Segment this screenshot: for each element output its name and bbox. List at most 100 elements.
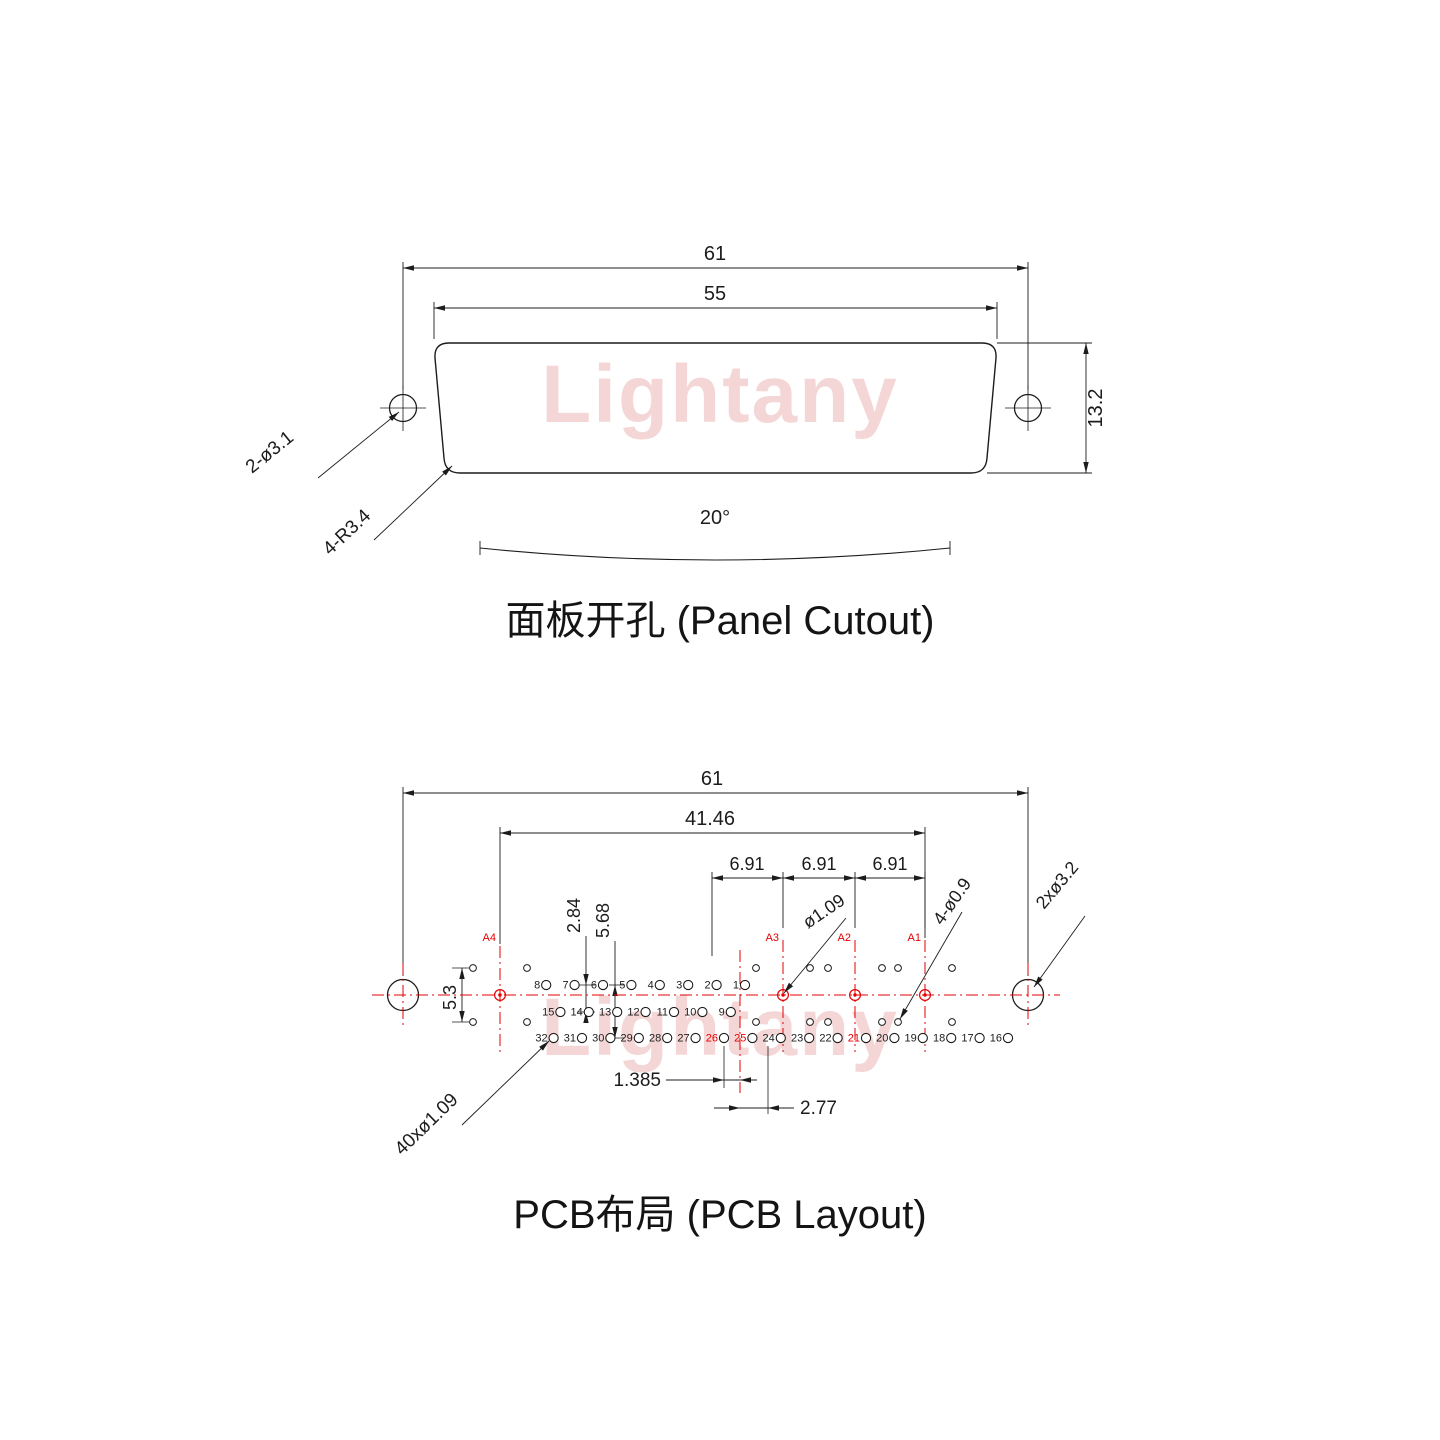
- panel-cutout-drawing: 61 55 13.2 2-ø3.1 4-R3.4 20°: [242, 243, 1107, 561]
- pin-label-2: 2: [704, 980, 710, 992]
- pin-7: 7: [562, 980, 580, 992]
- panel-dim-cutout: 55: [704, 283, 726, 305]
- pcb-dim-half-pitch: 1.385: [613, 1070, 661, 1091]
- pin-11: 11: [657, 1007, 680, 1019]
- a-pin-A4: A4: [469, 932, 531, 1026]
- a-pin-A1: A1: [894, 932, 956, 1026]
- pin-4: 4: [648, 980, 665, 992]
- pcb-dim-shield-span: 5.3: [440, 985, 460, 1010]
- pin-label-15: 15: [542, 1007, 554, 1019]
- pin-label-14: 14: [571, 1007, 583, 1019]
- pin-26: 26: [706, 1033, 730, 1045]
- pin-label-18: 18: [933, 1033, 945, 1045]
- pin-label-22: 22: [819, 1033, 831, 1045]
- pin-label-19: 19: [905, 1033, 917, 1045]
- a-pin-A2: A2: [824, 932, 886, 1026]
- pcb-dim-a-pitch-3: 6.91: [872, 854, 907, 874]
- pin-label-23: 23: [791, 1033, 803, 1045]
- pin-9: 9: [719, 1007, 736, 1019]
- pin-6: 6: [591, 980, 609, 992]
- pin-label-3: 3: [676, 980, 682, 992]
- pin-label-32: 32: [535, 1033, 547, 1045]
- watermark-top: Lightany: [541, 349, 899, 440]
- a-pin-label-A1: A1: [908, 932, 921, 944]
- pin-label-30: 30: [592, 1033, 604, 1045]
- watermark-bottom: Lightany: [541, 982, 899, 1073]
- pin-label-7: 7: [562, 980, 568, 992]
- pin-label-17: 17: [961, 1033, 973, 1045]
- pin-8: 8: [534, 980, 552, 992]
- panel-label-angle: 20°: [700, 507, 730, 529]
- pcb-dim-a-span: 41.46: [685, 808, 735, 830]
- pin-label-4: 4: [648, 980, 654, 992]
- pin-16: 16: [990, 1033, 1014, 1045]
- pin-label-10: 10: [684, 1007, 696, 1019]
- pcb-label-mount-holes: 2xø3.2: [1032, 858, 1083, 913]
- pcb-label-pin-hole: ø1.09: [799, 890, 848, 932]
- pcb-dim-row-span: 5.68: [593, 903, 613, 938]
- panel-dim-height: 13.2: [1085, 389, 1107, 428]
- panel-cutout-shape: [434, 342, 997, 474]
- pcb-dim-a-pitch-1: 6.91: [729, 854, 764, 874]
- pin-17: 17: [961, 1033, 985, 1045]
- pin-22: 22: [819, 1033, 843, 1045]
- panel-bend-arc: [479, 547, 951, 561]
- pcb-dim-a-pitch-2: 6.91: [801, 854, 836, 874]
- pin-label-24: 24: [763, 1033, 775, 1045]
- pin-label-26: 26: [706, 1033, 718, 1045]
- pin-29: 29: [621, 1033, 644, 1045]
- pin-label-11: 11: [657, 1007, 668, 1019]
- pin-30: 30: [592, 1033, 616, 1045]
- panel-label-radius: 4-R3.4: [319, 505, 375, 560]
- pin-2: 2: [704, 980, 722, 992]
- pin-label-21: 21: [848, 1033, 860, 1045]
- pin-32: 32: [535, 1033, 559, 1045]
- pin-label-25: 25: [734, 1033, 746, 1045]
- a-pin-label-A4: A4: [483, 932, 496, 944]
- pin-label-9: 9: [719, 1007, 725, 1019]
- pcb-label-shield-holes: 4-ø0.9: [929, 874, 975, 928]
- a-pin-label-A2: A2: [838, 932, 851, 944]
- pin-28: 28: [649, 1033, 673, 1045]
- pin-label-6: 6: [591, 980, 597, 992]
- pin-label-31: 31: [564, 1033, 576, 1045]
- pcb-dim-pitch: 2.77: [800, 1098, 837, 1119]
- pin-label-1: 1: [733, 980, 739, 992]
- pcb-dim-overall: 61: [701, 768, 723, 790]
- pin-12: 12: [627, 1007, 651, 1019]
- pin-label-5: 5: [619, 980, 625, 992]
- pin-10: 10: [684, 1007, 708, 1019]
- pin-18: 18: [933, 1033, 957, 1045]
- pin-label-20: 20: [876, 1033, 888, 1045]
- pin-label-12: 12: [627, 1007, 639, 1019]
- pcb-layout-title: PCB布局 (PCB Layout): [513, 1193, 927, 1237]
- panel-cutout-title: 面板开孔 (Panel Cutout): [505, 599, 935, 643]
- a-pin-A3: A3: [752, 932, 814, 1026]
- pin-23: 23: [791, 1033, 815, 1045]
- panel-dim-overall: 61: [704, 243, 726, 265]
- pin-1: 1: [733, 980, 751, 992]
- pin-24: 24: [763, 1033, 786, 1045]
- a-pin-label-A3: A3: [766, 932, 779, 944]
- pin-14: 14: [571, 1007, 594, 1019]
- pin-19: 19: [905, 1033, 928, 1045]
- pin-25: 25: [734, 1033, 758, 1045]
- pcb-label-all-pins: 40xø1.09: [391, 1089, 463, 1159]
- pin-label-28: 28: [649, 1033, 661, 1045]
- pin-27: 27: [677, 1033, 701, 1045]
- pin-label-16: 16: [990, 1033, 1002, 1045]
- pin-21: 21: [848, 1033, 872, 1045]
- pin-13: 13: [599, 1007, 623, 1019]
- pin-label-8: 8: [534, 980, 540, 992]
- pin-31: 31: [564, 1033, 588, 1045]
- pcb-dim-row-gap: 2.84: [564, 898, 584, 933]
- pin-label-29: 29: [621, 1033, 633, 1045]
- pin-label-27: 27: [677, 1033, 689, 1045]
- panel-label-holes: 2-ø3.1: [242, 427, 298, 478]
- pin-15: 15: [542, 1007, 566, 1019]
- pin-3: 3: [676, 980, 694, 992]
- pin-label-13: 13: [599, 1007, 611, 1019]
